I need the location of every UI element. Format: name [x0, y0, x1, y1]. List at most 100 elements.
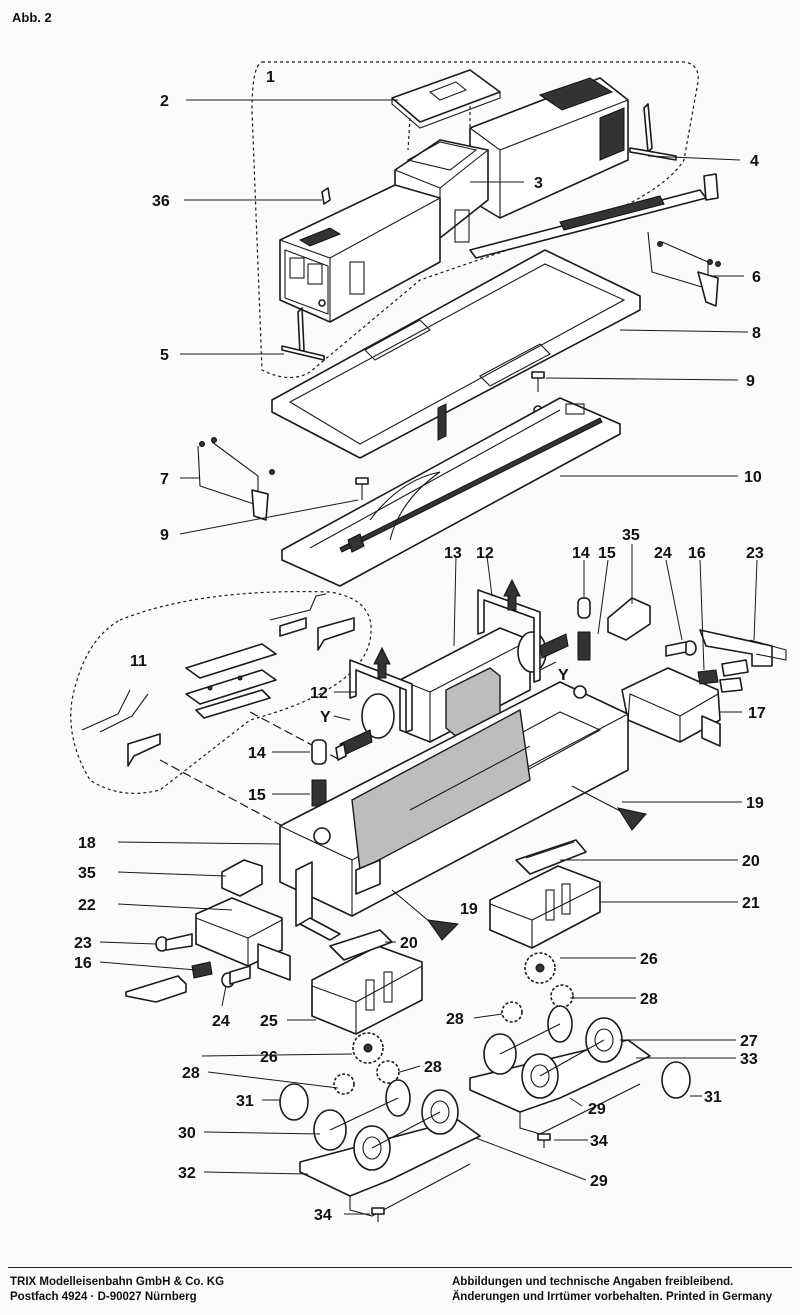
callout-1: 1 — [266, 69, 275, 86]
gear-part-26-lower — [352, 1032, 384, 1064]
footer-company: TRIX Modelleisenbahn GmbH & Co. KG Postf… — [10, 1275, 224, 1305]
callout-23b: 23 — [74, 935, 92, 952]
locomotive-exploded-drawing: 1 2 3 4 36 6 8 5 9 7 10 9 13 12 14 15 35… — [70, 61, 787, 1224]
light-guide-part-35-lower — [221, 859, 263, 897]
callout-28d: 28 — [182, 1065, 200, 1082]
callout-17: 17 — [748, 705, 766, 722]
callout-26b: 26 — [260, 1049, 278, 1066]
callout-6: 6 — [752, 269, 761, 286]
callout-25: 25 — [260, 1013, 278, 1030]
callout-20b: 20 — [400, 935, 418, 952]
bogie-frame-part-21 — [489, 839, 601, 949]
callout-2: 2 — [160, 93, 169, 110]
gear-part-28-upper — [501, 984, 574, 1023]
callout-30: 30 — [178, 1125, 196, 1142]
callout-24b: 24 — [212, 1013, 230, 1030]
callout-28c: 28 — [424, 1059, 442, 1076]
callout-11: 11 — [130, 653, 147, 670]
pin-part-24-upper — [665, 640, 697, 657]
callout-Ya: Y — [558, 667, 569, 684]
footer-company-name: TRIX Modelleisenbahn GmbH & Co. KG — [10, 1276, 225, 1288]
footer-disclaimer-line-2: Änderungen und Irrtümer vorbehalten. Pri… — [452, 1291, 773, 1303]
antenna-part-3 — [469, 173, 719, 259]
roof-hatch-part-2 — [391, 69, 501, 151]
callout-31a: 31 — [236, 1093, 254, 1110]
coupler-parts-right — [697, 629, 787, 693]
callout-27: 27 — [740, 1033, 758, 1050]
axle-part-19-upper — [571, 785, 647, 831]
callout-21: 21 — [742, 895, 760, 912]
circuit-board-part-10 — [281, 397, 621, 587]
callout-28b: 28 — [446, 1011, 464, 1028]
callout-18: 18 — [78, 835, 96, 852]
callout-14a: 14 — [572, 545, 590, 562]
callout-13: 13 — [444, 545, 462, 562]
footer-divider — [8, 1267, 792, 1268]
callout-10: 10 — [744, 469, 762, 486]
handrail-part-7 — [197, 437, 275, 521]
pin-part-24-lower — [221, 965, 251, 988]
callout-12b: 12 — [310, 685, 328, 702]
figure-label: Abb. 2 — [12, 10, 52, 25]
group-11-leader — [159, 759, 291, 831]
coupler-part-16-lower — [125, 961, 213, 1003]
wheelset-bogie-right — [469, 1005, 691, 1135]
lamp-spring-lower — [311, 739, 327, 807]
gear-part-28-lower — [333, 1060, 400, 1095]
motor-part-13 — [335, 627, 569, 761]
callout-3: 3 — [534, 175, 543, 192]
callout-14b: 14 — [248, 745, 266, 762]
footer-disclaimer: Abbildungen und technische Angaben freib… — [452, 1275, 772, 1305]
bogie-frame-part-25 — [311, 929, 423, 1035]
contact-springs-part-11 — [81, 593, 355, 767]
loco-body-shell — [279, 77, 629, 323]
coupler-box-part-17 — [621, 667, 721, 747]
callout-36: 36 — [152, 193, 170, 210]
chassis-part-18 — [279, 681, 629, 941]
callout-12a: 12 — [476, 545, 494, 562]
callout-16b: 16 — [74, 955, 92, 972]
callout-33: 33 — [740, 1051, 758, 1068]
handrail-part-4 — [629, 103, 677, 161]
callout-35b: 35 — [78, 865, 96, 882]
callout-31b: 31 — [704, 1089, 722, 1106]
callout-34a: 34 — [590, 1133, 608, 1150]
callout-15a: 15 — [598, 545, 616, 562]
callout-15b: 15 — [248, 787, 266, 804]
callout-34b: 34 — [314, 1207, 332, 1224]
footer-company-address: Postfach 4924 · D-90027 Nürnberg — [10, 1291, 197, 1303]
callout-22: 22 — [78, 897, 96, 914]
gear-part-26-upper — [524, 952, 556, 984]
motor-clip-part-12-right — [477, 578, 541, 683]
callout-9b: 9 — [160, 527, 169, 544]
callout-29a: 29 — [588, 1101, 606, 1118]
callout-24a: 24 — [654, 545, 672, 562]
callout-9a: 9 — [746, 373, 755, 390]
callout-7: 7 — [160, 471, 169, 488]
weight-frame-part-8 — [271, 249, 641, 459]
callout-32: 32 — [178, 1165, 196, 1182]
callout-8: 8 — [752, 325, 761, 342]
lamp-spring-upper — [577, 597, 591, 661]
callout-5: 5 — [160, 347, 169, 364]
callout-28a: 28 — [640, 991, 658, 1008]
callout-29b: 29 — [590, 1173, 608, 1190]
motor-clip-part-12-left — [349, 646, 413, 733]
callout-19a: 19 — [746, 795, 764, 812]
callout-16a: 16 — [688, 545, 706, 562]
callout-35a: 35 — [622, 527, 640, 544]
callout-19b: 19 — [460, 901, 478, 918]
handrail-part-6 — [647, 231, 721, 307]
axle-part-19-lower — [391, 889, 460, 941]
coupler-box-part-22 — [195, 897, 291, 981]
light-guide-part-35-upper — [607, 597, 651, 641]
wheelset-bogie-left — [279, 1079, 481, 1217]
callout-4: 4 — [750, 153, 759, 170]
callout-20a: 20 — [742, 853, 760, 870]
group-11-outline — [70, 590, 372, 794]
callout-labels: 1 2 3 4 36 6 8 5 9 7 10 9 13 12 14 15 35… — [74, 69, 766, 1224]
leader-lines — [99, 99, 758, 1215]
lamp-part-36 — [321, 187, 331, 205]
callout-26a: 26 — [640, 951, 658, 968]
